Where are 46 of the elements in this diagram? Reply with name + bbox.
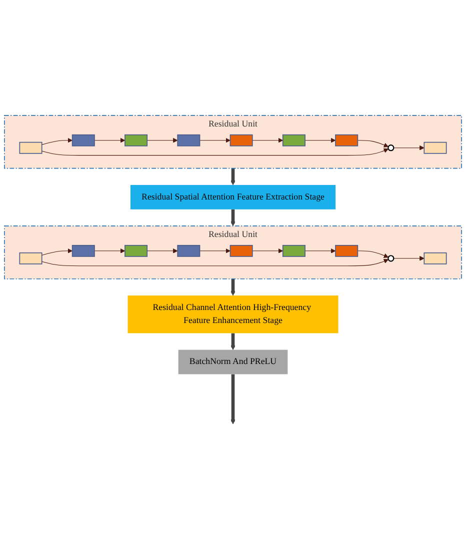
arrow (252, 248, 284, 254)
node-cube (335, 244, 358, 257)
node-circle (388, 144, 394, 151)
arrow (199, 248, 230, 254)
node-cube (230, 244, 253, 257)
arrow (304, 138, 336, 142)
arrow (357, 250, 389, 258)
arrow (252, 138, 284, 142)
arrow (393, 256, 424, 261)
arrow (357, 140, 389, 148)
arrow (230, 332, 236, 350)
node-cube (177, 134, 200, 146)
cluster: Residual Unit (4, 114, 462, 168)
node-cube (424, 252, 447, 264)
node-grid (124, 134, 148, 146)
node-grid (282, 244, 306, 257)
node-cube (19, 142, 42, 154)
node-circle (388, 254, 394, 262)
arrow (94, 138, 126, 142)
node-box: Residual Channel Attention High-Frequency Feature Enhancement Stage (128, 295, 338, 333)
node-box: Residual Spatial Attention Feature Extraction Stage (130, 184, 336, 210)
arrow (42, 148, 389, 156)
arrow (42, 258, 389, 266)
node-cube (72, 244, 95, 257)
arrow (42, 248, 73, 256)
cluster: Residual Unit (4, 225, 462, 280)
node-cube (335, 134, 358, 146)
node-grid (282, 134, 306, 146)
arrow (199, 138, 230, 142)
arrow (304, 248, 336, 254)
node-box: BatchNorm And PReLU (178, 350, 288, 374)
node-cube (177, 244, 200, 257)
arrow (230, 278, 236, 296)
arrow (230, 208, 236, 226)
node-grid (124, 244, 148, 257)
arrow (146, 248, 178, 254)
arrow (94, 248, 126, 254)
node-cube (230, 134, 253, 146)
arrow (230, 374, 236, 424)
node-cube (72, 134, 95, 146)
node-cube (19, 252, 42, 264)
node-cube (424, 142, 447, 154)
arrow (146, 138, 178, 142)
arrow (393, 145, 424, 150)
arrow (42, 138, 73, 145)
arrow (230, 168, 236, 185)
